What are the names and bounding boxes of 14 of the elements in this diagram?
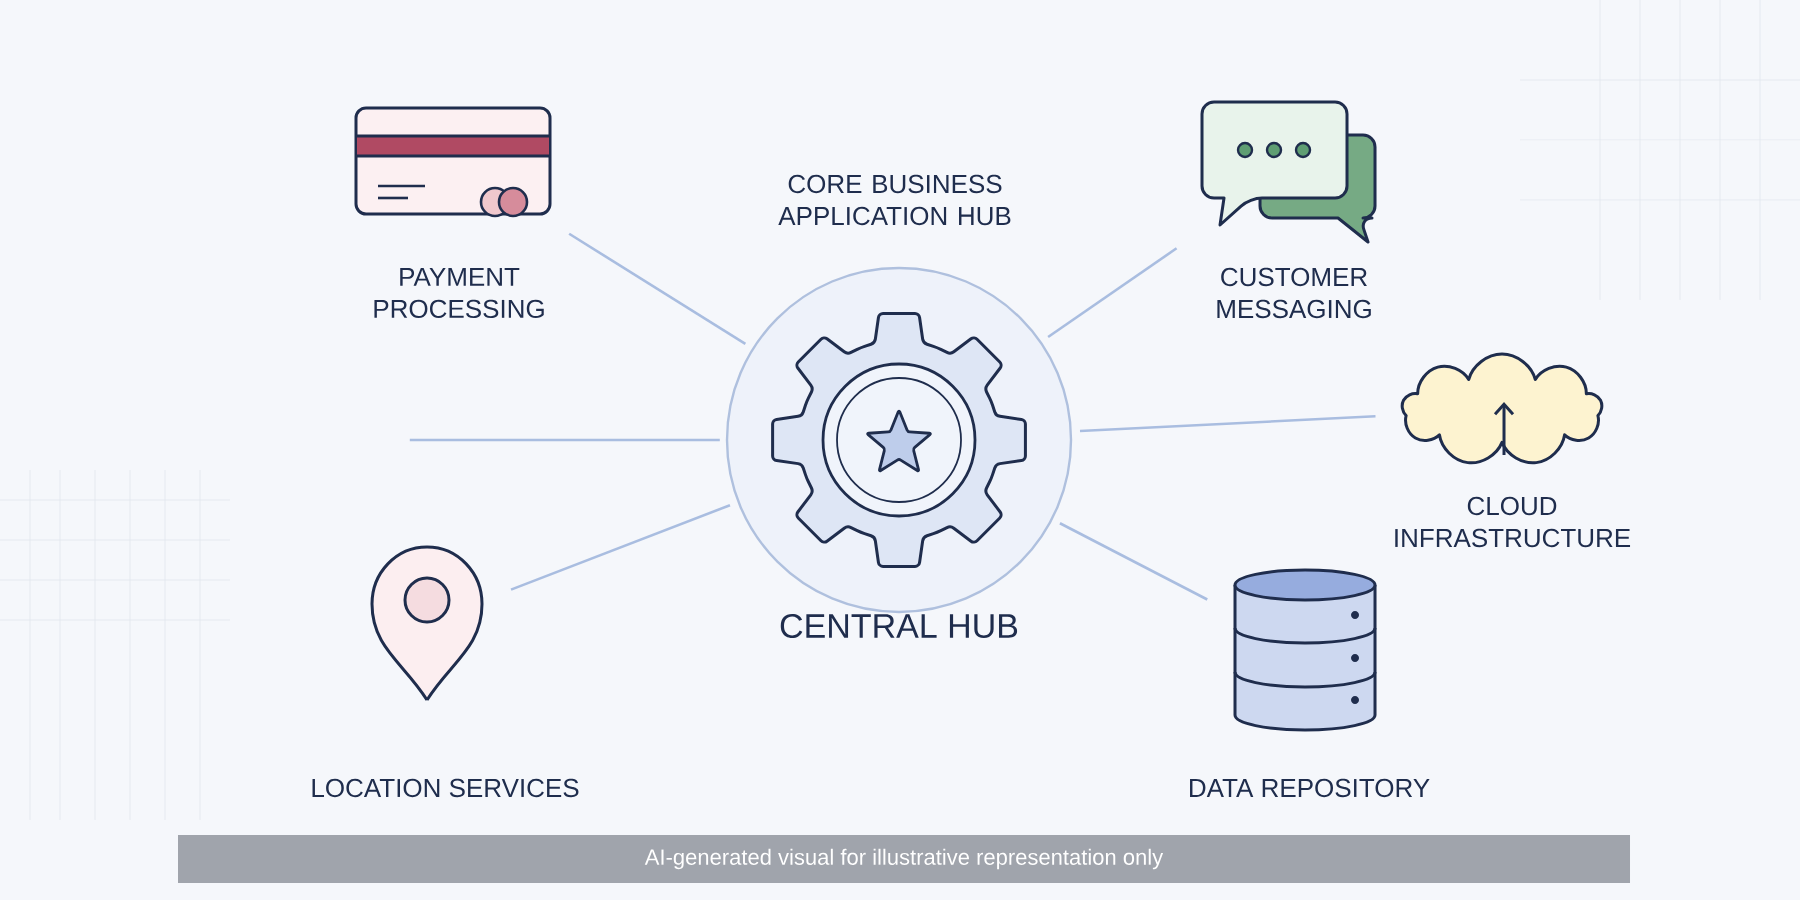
connector-line (409, 438, 720, 442)
node-label: CLOUD INFRASTRUCTURE (1395, 496, 1631, 548)
node-label: CENTRAL HUB (780, 613, 1018, 639)
connector-line (1059, 522, 1208, 601)
diagram-title: CORE BUSINESS APPLICATION HUB (778, 174, 1011, 226)
node-label: CUSTOMER MESSAGING (1217, 267, 1371, 319)
connector-line (1079, 415, 1376, 433)
node-label: LOCATION SERVICES (312, 778, 579, 798)
node-label: PAYMENT PROCESSING (374, 267, 544, 319)
caption-banner: AI-generated visual for illustrative representation only (178, 835, 1630, 883)
connector-line (568, 232, 747, 346)
connector-line (1047, 247, 1178, 339)
connector-line (510, 504, 731, 591)
node-label: DATA REPOSITORY (1190, 778, 1430, 798)
